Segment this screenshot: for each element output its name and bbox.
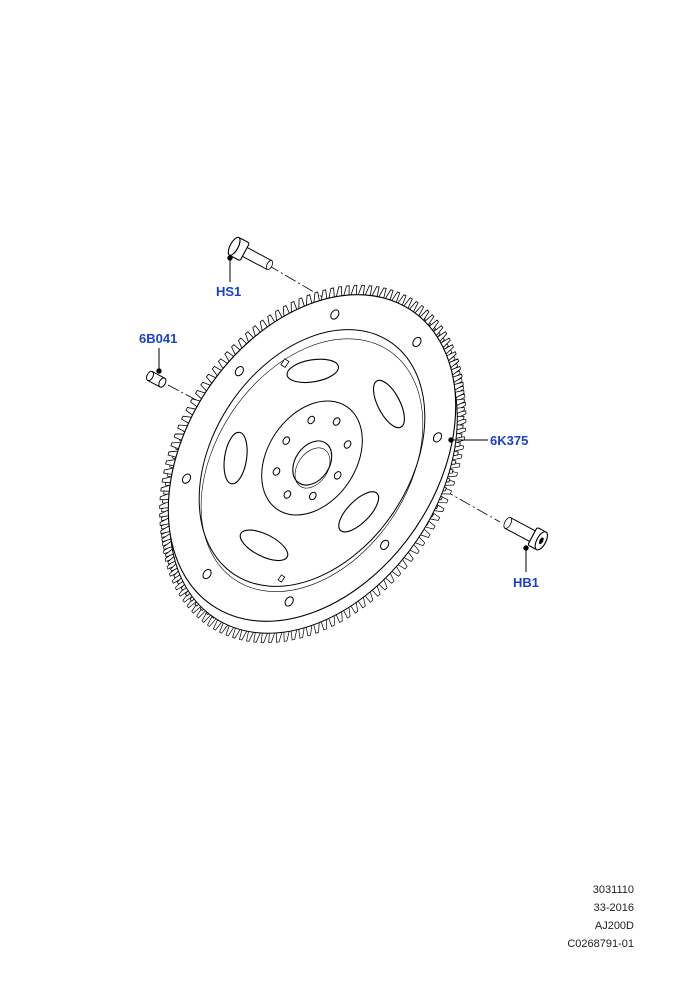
hub-bolt-hole bbox=[333, 471, 342, 480]
leader-6k375-dot bbox=[448, 437, 454, 443]
outer-bolt-hole bbox=[181, 473, 192, 484]
kidney-window bbox=[223, 431, 248, 485]
reference-line-4: C0268791-01 bbox=[567, 938, 634, 950]
hub-bolt-hole bbox=[282, 436, 291, 445]
outer-bolt-hole bbox=[234, 366, 244, 377]
hub-bolt-holes bbox=[272, 415, 352, 501]
bolt-hs1-head-face bbox=[227, 236, 241, 256]
bolt-hb1 bbox=[503, 517, 548, 551]
kidney-windows bbox=[223, 358, 405, 562]
hub-bolt-hole bbox=[272, 467, 281, 476]
outer-bolt-holes bbox=[181, 309, 443, 607]
leader-6b041-dot bbox=[156, 368, 162, 374]
timing-mark-2 bbox=[277, 574, 286, 583]
hub-centre-bore bbox=[292, 440, 333, 486]
outer-bolt-hole bbox=[380, 539, 390, 550]
reference-line-1: 3031110 bbox=[592, 884, 634, 896]
callout-6b041[interactable]: 6B041 bbox=[139, 331, 178, 346]
leader-hb1-dot bbox=[523, 545, 529, 551]
hub-bolt-hole bbox=[332, 417, 341, 426]
plate-inner-recess-edge bbox=[200, 338, 424, 592]
reference-line-3: AJ200D bbox=[594, 920, 634, 932]
leader-lines bbox=[156, 255, 529, 572]
reference-line-2: 33-2016 bbox=[593, 902, 634, 914]
bolt-hs1 bbox=[227, 236, 274, 271]
hub-centre-bore-inner bbox=[294, 447, 331, 489]
drawing-reference-block: 3031110 33-2016 AJ200D C0268791-01 bbox=[567, 881, 634, 953]
bolt-hs1-tip bbox=[265, 260, 274, 271]
flexplate bbox=[159, 284, 467, 643]
bolt-hb1-tip bbox=[503, 517, 513, 529]
callout-hb1[interactable]: HB1 bbox=[513, 575, 540, 590]
hub-bolt-hole bbox=[343, 440, 352, 449]
kidney-window bbox=[372, 379, 405, 429]
kidney-window bbox=[338, 491, 380, 533]
callout-6k375[interactable]: 6K375 bbox=[490, 433, 529, 448]
hub-bolt-hole bbox=[308, 491, 317, 501]
outer-bolt-hole bbox=[432, 432, 443, 443]
dowel-6b041-tip bbox=[158, 377, 167, 388]
callout-hs1[interactable]: HS1 bbox=[216, 284, 242, 299]
timing-mark bbox=[280, 358, 290, 368]
outer-bolt-hole bbox=[330, 309, 340, 320]
outer-bolt-hole bbox=[284, 596, 294, 607]
dowel-6b041-end bbox=[145, 370, 155, 382]
hub-bolt-hole bbox=[283, 490, 292, 499]
kidney-window bbox=[239, 529, 289, 562]
hub-bolt-hole bbox=[307, 415, 316, 425]
outer-bolt-hole bbox=[202, 568, 212, 580]
kidney-window bbox=[286, 358, 340, 384]
dowel-6b041 bbox=[145, 370, 167, 388]
leader-hs1-dot bbox=[227, 255, 233, 261]
outer-bolt-hole bbox=[412, 336, 422, 348]
bolt-hb1-hex-socket bbox=[538, 537, 544, 545]
